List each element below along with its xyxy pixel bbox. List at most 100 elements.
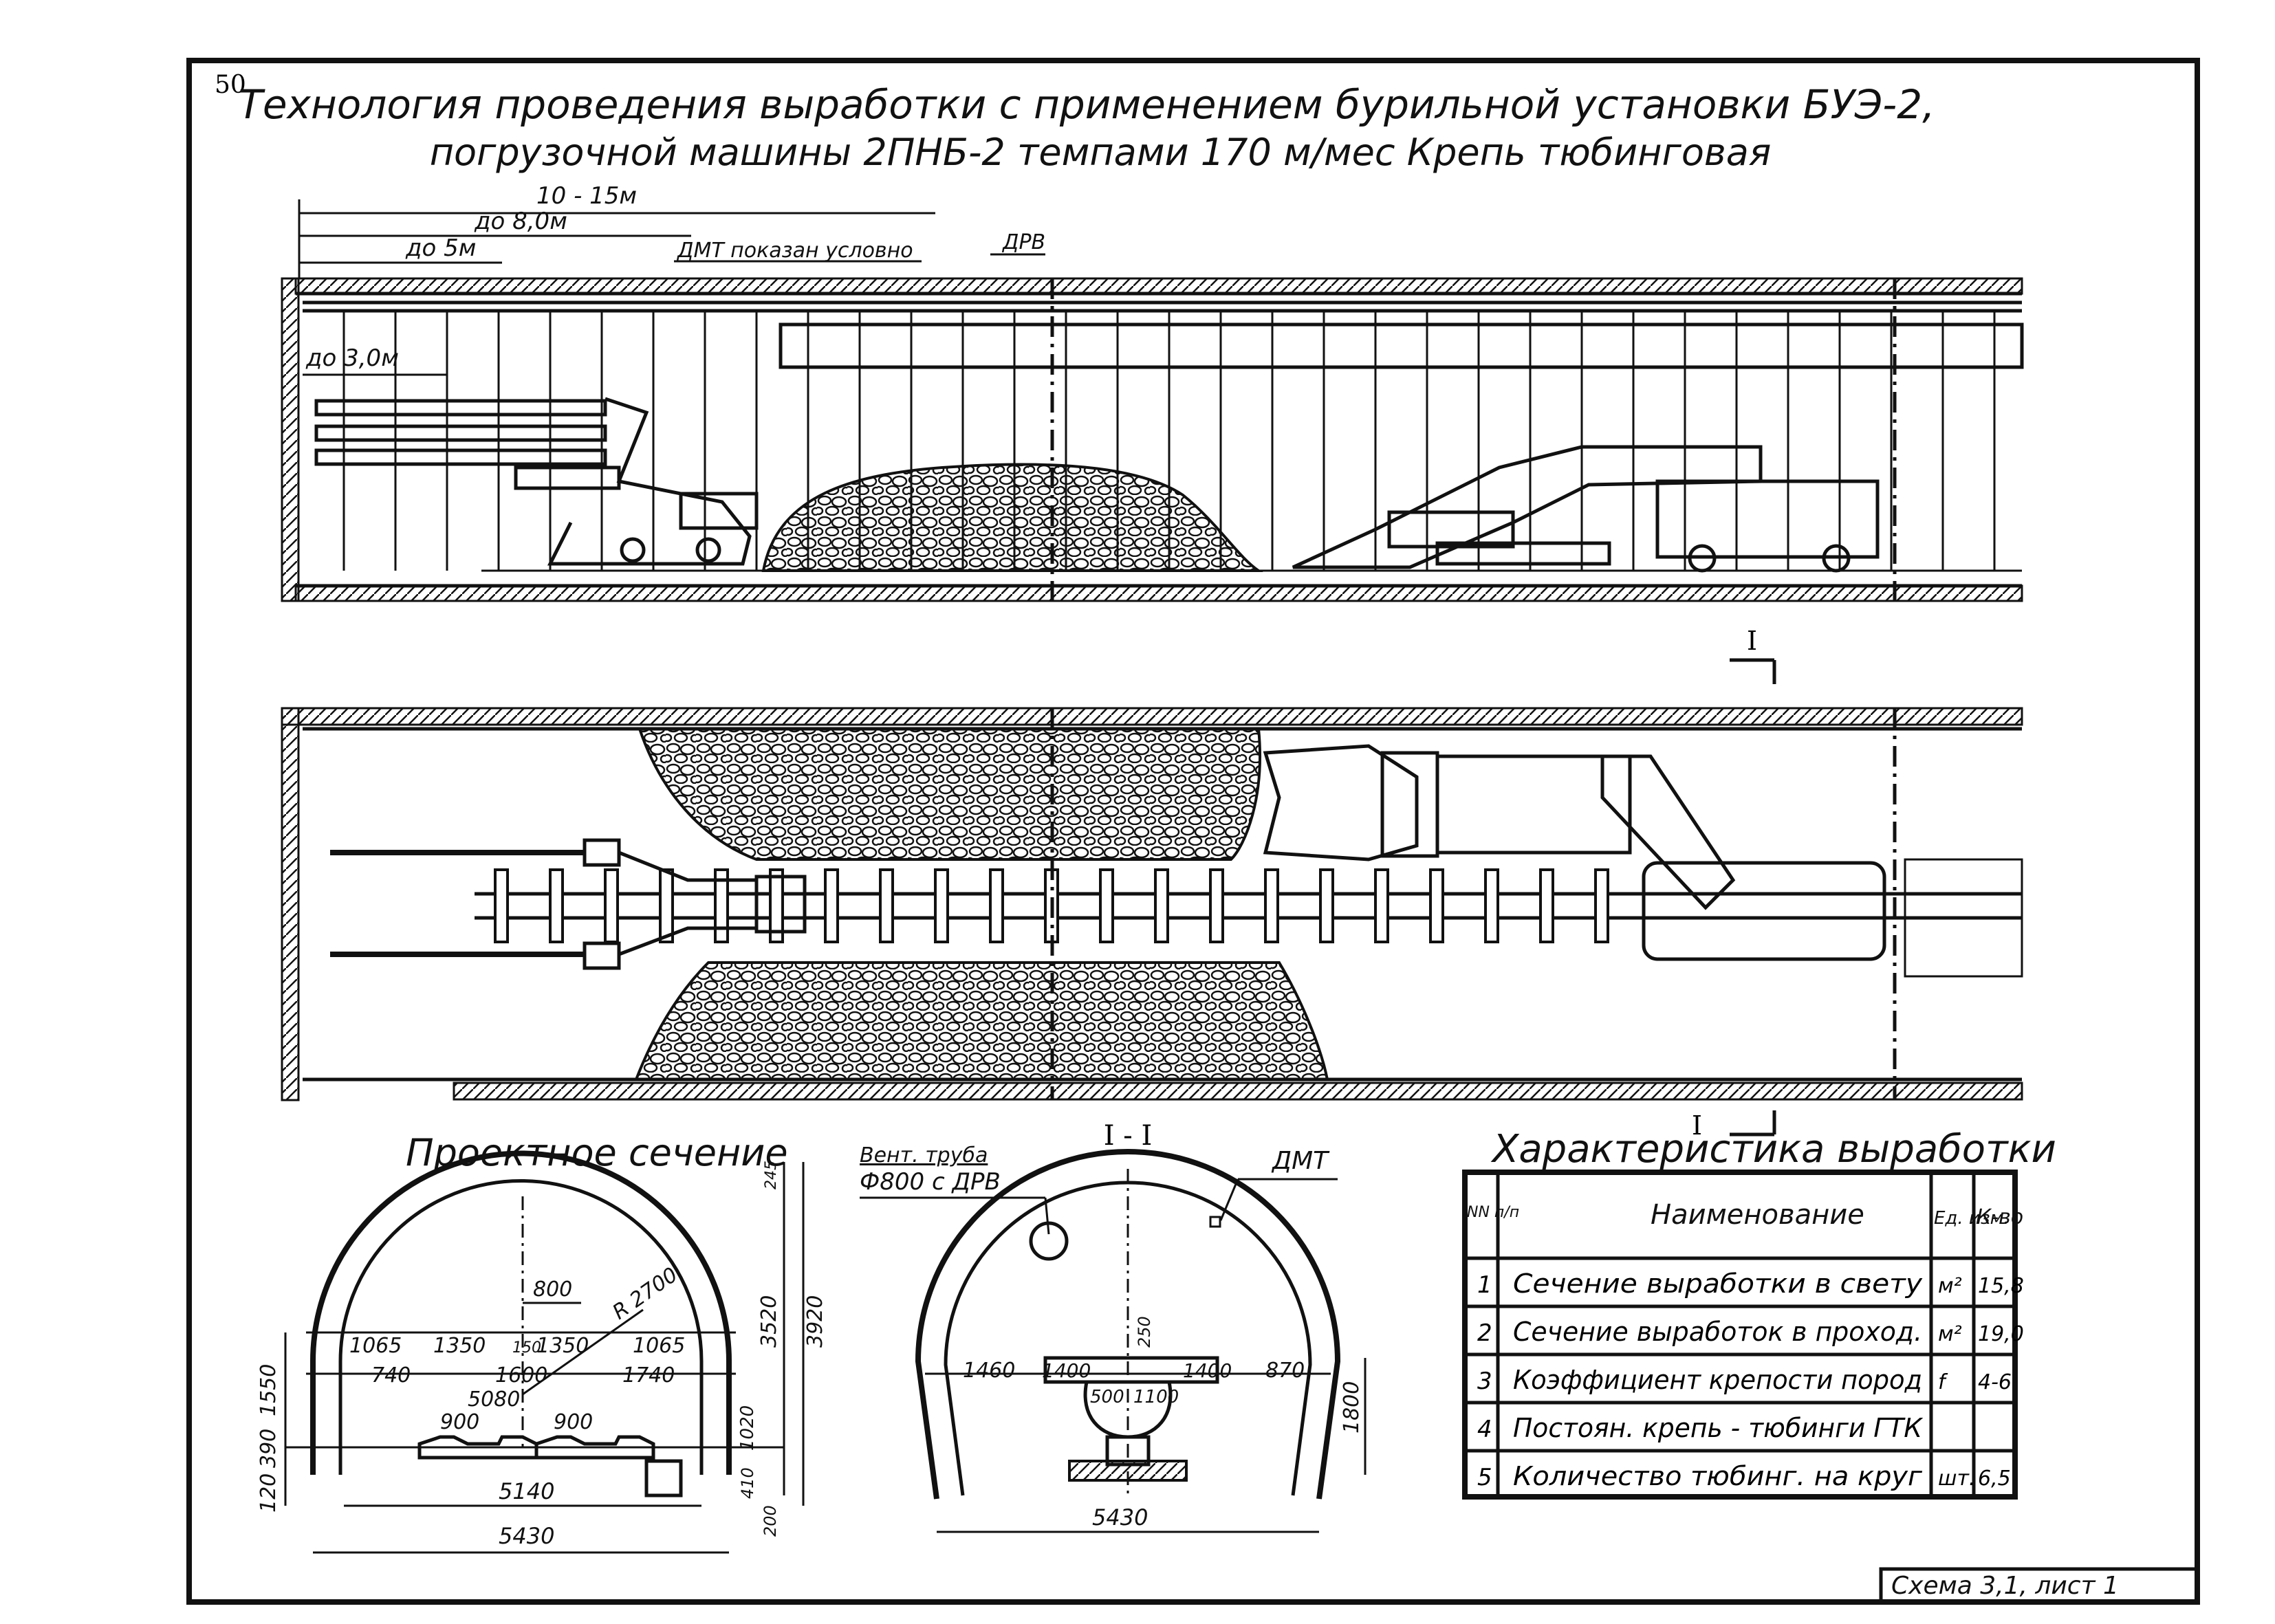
dim-v-1550: 1550 <box>257 1364 281 1416</box>
table-cell-num: 2 <box>1477 1319 1492 1347</box>
sheet-border <box>186 58 2200 1605</box>
rail-tie <box>989 868 1004 943</box>
section-1-1: I - I Вент. труба Ф800 с ДРВ ДМТ 1460 14… <box>860 1120 1367 1533</box>
rail-tie <box>549 868 564 943</box>
dim-5140: 5140 <box>499 1478 554 1504</box>
dim-1065a: 1065 <box>349 1334 402 1358</box>
rail-tie <box>1209 868 1224 943</box>
characteristics-table: Характеристика выработки NN п/п Наименов… <box>1462 1127 2056 1500</box>
dim-1740: 1740 <box>622 1363 675 1387</box>
dim-5430-1-1: 5430 <box>1092 1504 1148 1530</box>
rail-tie <box>1319 868 1334 943</box>
table-cell-qty: 19,0 <box>1978 1322 2024 1346</box>
rail-tie <box>824 868 839 943</box>
header-unit: Ед. изм. <box>1934 1208 2010 1229</box>
table-cell-name: Коэффициент крепости пород <box>1513 1365 1922 1395</box>
dim-740: 740 <box>371 1363 411 1387</box>
table-cell-num: 4 <box>1477 1416 1492 1443</box>
table-rows: 1 Сечение выработки в свету м² 15,8 2 Сечение… <box>1477 1269 2024 1491</box>
table-cell-num: 5 <box>1477 1464 1492 1491</box>
dim-v-390: 390 <box>257 1429 281 1468</box>
vent-pipe-label-1: Вент. труба <box>860 1143 988 1167</box>
longitudinal-view: 10 - 15м до 8,0м до 5м ДМТ показан услов… <box>281 182 2024 602</box>
dim-900a: 900 <box>440 1410 479 1434</box>
rail-ties <box>494 868 1609 943</box>
project-section: Проектное сечение 1065 1350 150 1350 106… <box>257 1131 827 1554</box>
rail-tie <box>934 868 949 943</box>
vent-pipe <box>779 322 2024 369</box>
tubing-segments <box>342 311 1996 571</box>
dim-1065b: 1065 <box>633 1334 685 1358</box>
header-name: Наименование <box>1651 1199 1864 1231</box>
rail-tie <box>1374 868 1389 943</box>
table-cell-qty: 6,5 <box>1978 1467 2011 1491</box>
dim-v-245: 245 <box>763 1161 780 1189</box>
dim-900b: 900 <box>554 1410 593 1434</box>
vent-pipe-section <box>1029 1221 1069 1261</box>
rail-tie <box>1264 868 1279 943</box>
vent-pipe-label-2: Ф800 с ДРВ <box>860 1168 1001 1196</box>
dim-250: 250 <box>1135 1316 1154 1348</box>
dim-1600: 1600 <box>495 1363 547 1387</box>
dim-800: 800 <box>533 1277 572 1302</box>
dim-1400b: 1400 <box>1183 1359 1232 1382</box>
rail-tie <box>494 868 509 943</box>
rail-tie <box>1099 868 1114 943</box>
table-cell-num: 3 <box>1477 1368 1492 1395</box>
sheet-stamp: Схема 3,1, лист 1 <box>1891 1572 2119 1600</box>
dim-1400a: 1400 <box>1042 1359 1091 1382</box>
muck-pile-side <box>761 463 1263 572</box>
section-mark-top: I <box>1747 626 1757 656</box>
drill-rig <box>314 397 759 566</box>
header-num: NN п/п <box>1467 1204 1519 1221</box>
dim-v-1020: 1020 <box>737 1405 758 1451</box>
loader-2pnb-2 <box>1292 445 1880 573</box>
dim-5430: 5430 <box>499 1523 554 1549</box>
table-cell-name: Постоян. крепь - тюбинги ГТК <box>1513 1413 1924 1443</box>
dim-1100: 1100 <box>1133 1387 1179 1407</box>
dim-870: 870 <box>1265 1359 1305 1383</box>
table-cell-name: Количество тюбинг. на круг <box>1513 1461 1923 1491</box>
dim-v-3920: 3920 <box>803 1295 827 1348</box>
rail-tie <box>769 868 784 943</box>
rail-tie <box>1594 868 1609 943</box>
dim-5m: до 5м <box>405 234 476 262</box>
dim-8m: до 8,0м <box>474 208 567 235</box>
note-dmt: ДМТ показан условно <box>676 239 913 263</box>
arch-lining-outer <box>310 1150 732 1475</box>
section-1-1-title: I - I <box>1104 1120 1153 1152</box>
rail-tie <box>1154 868 1169 943</box>
rail-tie <box>604 868 619 943</box>
dim-v-120: 120 <box>257 1473 281 1513</box>
dim-1350a: 1350 <box>433 1334 486 1358</box>
title-line-1: Технология проведения выработки с примен… <box>238 81 1935 128</box>
muck-pile-plan-upper <box>638 727 1261 861</box>
section-mark-bottom: I <box>1692 1110 1702 1141</box>
table-title: Характеристика выработки <box>1490 1127 2056 1172</box>
dim-v-410: 410 <box>738 1467 757 1499</box>
radius-r2700: R 2700 <box>609 1263 683 1325</box>
rail-tie <box>659 868 674 943</box>
dim-v-1800: 1800 <box>1340 1381 1364 1434</box>
table-cell-qty: 15,8 <box>1978 1274 2024 1298</box>
page-number: 50 <box>215 71 246 99</box>
rail-tie <box>714 868 729 943</box>
rail-tie <box>1484 868 1499 943</box>
dim-10-15m: 10 - 15м <box>536 182 637 210</box>
dim-500: 500 <box>1090 1387 1124 1407</box>
dim-3m: до 3,0м <box>305 344 399 372</box>
drv-label: ДРВ <box>1001 230 1045 254</box>
dim-1460: 1460 <box>963 1359 1015 1383</box>
table-cell-unit: шт. <box>1938 1467 1975 1491</box>
title-line-2: погрузочной машины 2ПНБ-2 темпами 170 м/… <box>430 131 1772 174</box>
arch-1-1-outer <box>915 1149 1341 1500</box>
muck-pile-plan-lower <box>634 961 1329 1081</box>
dim-v-3520: 3520 <box>757 1295 781 1348</box>
rail-tie <box>1429 868 1444 943</box>
table-cell-num: 1 <box>1477 1271 1492 1299</box>
table-cell-name: Сечение выработки в свету <box>1513 1269 1923 1299</box>
table-cell-unit: м² <box>1938 1274 1962 1298</box>
header-qty: К-во <box>1977 1205 2023 1229</box>
table-cell-name: Сечение выработок в проход. <box>1513 1317 1922 1347</box>
